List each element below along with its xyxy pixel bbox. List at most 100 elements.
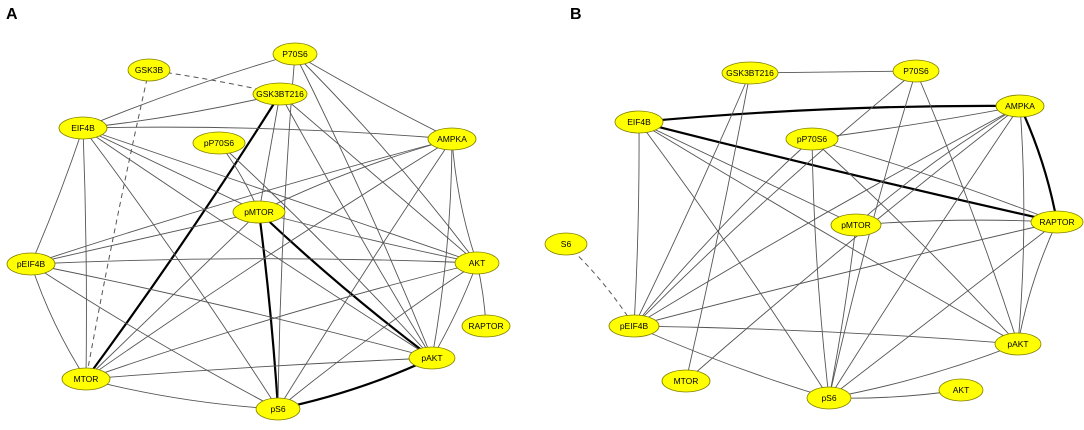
node-ellipse [830,213,882,237]
node-gsk3bt216: GSK3BT216 [252,82,308,106]
edge-peif4b-pakt [633,325,1019,345]
node-ellipse [892,59,940,83]
node-gsk3bt216: GSK3BT216 [721,61,779,85]
edge-eif4b-peif4b [30,127,84,265]
edge-pmtor-mtor [85,211,260,380]
node-ellipse [461,314,511,338]
node-pmtor: pMTOR [232,200,286,224]
node-ampka: AMPKA [995,94,1045,118]
node-raptor: RAPTOR [461,314,511,338]
edge-ampka-pmtor [258,138,453,213]
node-ellipse [938,378,984,402]
node-raptor: RAPTOR [1030,210,1084,234]
node-label: GSK3BT216 [726,68,774,78]
edge-eif4b-peif4b [633,121,640,327]
edge-eif4b-ps6 [638,121,830,399]
edge-eif4b-mtor [82,127,87,380]
edge-ampka-raptor [1019,105,1059,223]
node-ellipse [272,42,318,66]
node-label: pAKT [1007,339,1028,349]
node-ellipse [232,200,286,224]
node-label: pS6 [270,404,285,414]
node-ellipse [1030,210,1084,234]
edge-ampka-mtor [85,138,453,380]
edge-eif4b-ampka [82,126,453,140]
node-ellipse [408,346,456,370]
edge-gsk3bt216-mtor [685,72,751,382]
node-ellipse [608,314,660,338]
node-ellipse [454,251,500,275]
node-peif4b: pEIF4B [6,252,56,276]
node-pp70s6: pP70S6 [192,131,246,155]
node-ampka: AMPKA [427,127,477,151]
node-gsk3b: GSK3B [127,58,171,82]
edge-p70s6-eif4b [82,53,296,129]
edge-mtor-ps6 [85,378,279,410]
node-akt: AKT [938,378,984,402]
node-pp70s6: pP70S6 [785,127,839,151]
edge-pmtor-pakt [258,211,433,359]
edge-eif4b-raptor [638,120,1058,224]
edge-eif4b-pakt [82,127,433,359]
node-label: pAKT [421,353,442,363]
edge-p70s6-pakt [915,70,1019,345]
edge-p70s6-peif4b [633,70,917,327]
edge-peif4b-akt [30,258,478,265]
node-ellipse [995,94,1045,118]
edge-ps6-pakt [828,343,1019,399]
node-ellipse [544,232,588,256]
edge-gsk3bt216-pakt [279,93,433,359]
edge-pp70s6-ampka [811,105,1021,140]
node-label: S6 [561,239,572,249]
edge-p70s6-ampka [294,53,453,140]
node-ellipse [6,252,56,276]
edge-ampka-pakt [1017,105,1025,345]
edge-eif4b-akt [82,127,478,264]
edge-p70s6-pakt [294,53,433,359]
node-ellipse [58,116,108,140]
node-label: AMPKA [437,134,467,144]
panel-a-letter: A [6,6,18,23]
edge-raptor-ps6 [828,221,1058,399]
edge-ampka-pmtor [855,105,1021,226]
node-eif4b: EIF4B [58,116,108,140]
edge-mtor-gsk3bt216 [85,93,281,380]
edge-gsk3bt216-akt [279,93,478,264]
node-peif4b: pEIF4B [608,314,660,338]
edge-ampka-mtor [685,105,1021,382]
edge-akt-mtor [85,262,478,380]
edge-eif4b-pmtor [82,127,260,213]
node-label: MTOR [674,376,699,386]
edge-ampka-ps6 [828,105,1021,399]
edge-eif4b-pmtor [638,121,857,226]
node-label: pMTOR [244,207,274,217]
node-pakt: pAKT [408,346,456,370]
node-label: GSK3BT216 [256,89,304,99]
edge-pmtor-ps6 [828,224,857,399]
edge-peif4b-mtor [30,263,87,380]
node-label: RAPTOR [1039,217,1074,227]
node-label: P70S6 [282,49,308,59]
node-label: AMPKA [1005,101,1035,111]
edge-p70s6-akt [294,53,478,264]
node-akt: AKT [454,251,500,275]
edge-akt-ps6 [277,262,478,410]
node-label: P70S6 [903,66,929,76]
edge-ampka-peif4b [30,138,453,265]
edge-eif4b-pakt [638,121,1019,345]
node-ps6: pS6 [255,397,301,421]
edge-pp70s6-raptor [811,138,1058,223]
node-ellipse [255,397,301,421]
node-pakt: pAKT [994,332,1042,356]
edge-pp70s6-pakt [218,142,433,359]
edge-peif4b-pakt [30,263,433,359]
node-ellipse [427,127,477,151]
edge-pp70s6-pakt [811,138,1019,345]
node-label: RAPTOR [468,321,503,331]
node-ellipse [127,58,171,82]
